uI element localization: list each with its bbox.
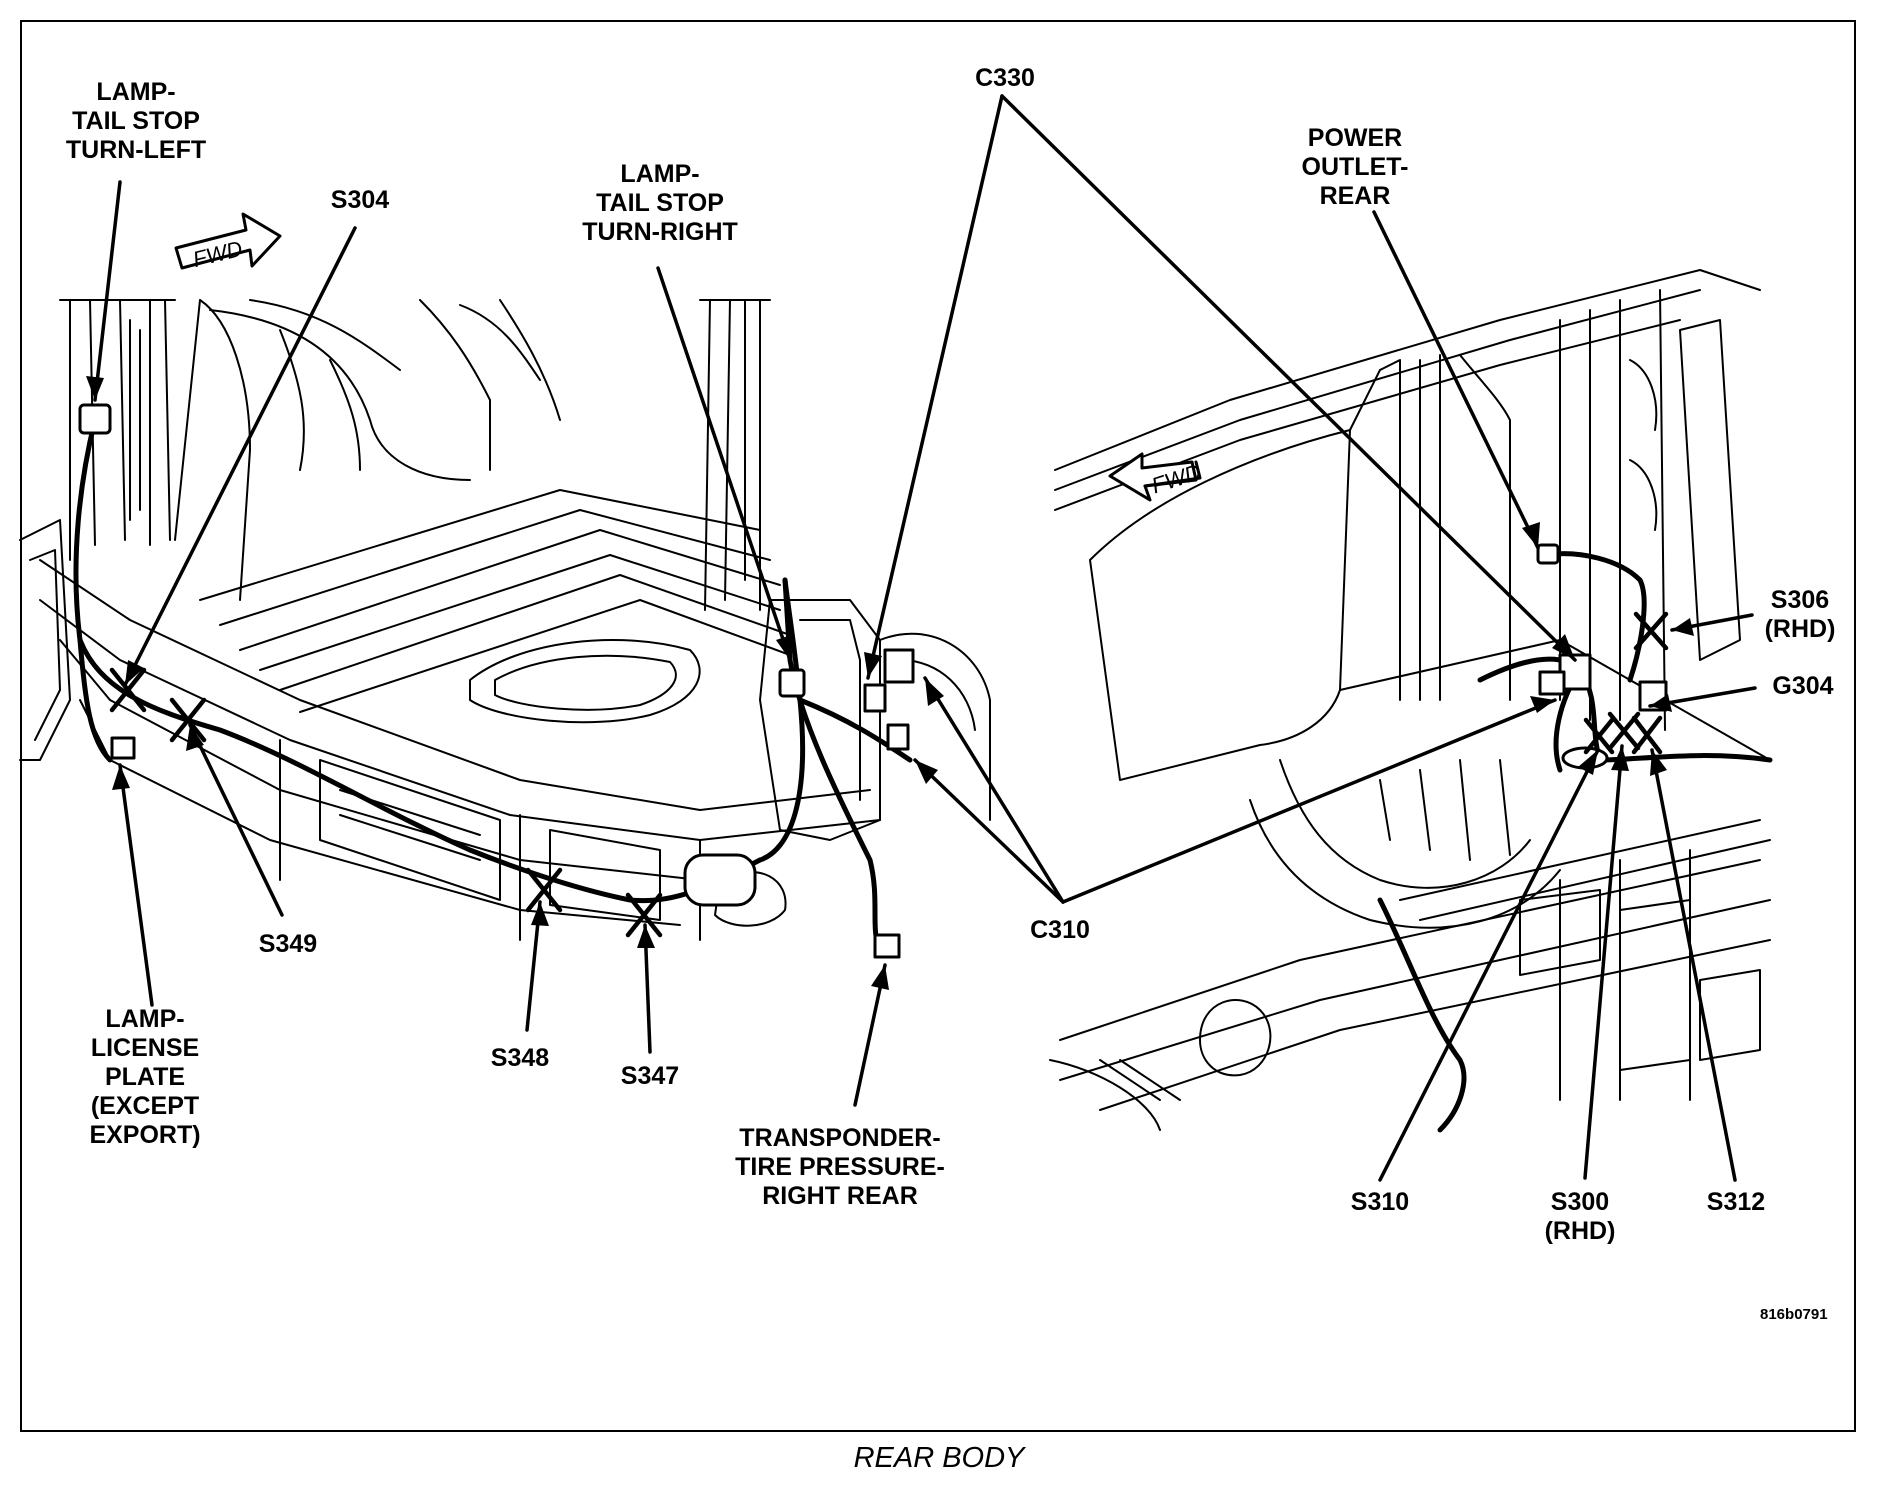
splice-markers (109, 611, 1669, 938)
leader-arrowheads (86, 376, 1694, 990)
diagram-frame (20, 20, 1856, 1432)
right-view-body-structure (1049, 269, 1771, 1131)
label-lamp-tail-stop-turn-right: LAMP- TAIL STOP TURN-RIGHT (582, 160, 738, 246)
figure-caption: REAR BODY (853, 1442, 1025, 1474)
label-s310: S310 (1350, 1188, 1410, 1216)
leader-transponder (853, 963, 887, 1107)
left-view-body-structure (19, 299, 991, 941)
splice-s348-marker (525, 867, 563, 913)
label-s348: S348 (490, 1044, 550, 1072)
splice-s304-marker (109, 667, 147, 713)
label-c310: C310 (1030, 916, 1090, 944)
label-lamp-license-plate: LAMP- LICENSE PLATE (EXCEPT EXPORT) (89, 1005, 201, 1149)
leader-c310-a (923, 676, 1065, 904)
label-s306-rhd: S306 (RHD) (1764, 586, 1836, 643)
splice-s306-marker (1633, 611, 1669, 651)
leader-c310-b (913, 758, 1065, 904)
right-view-wiring-harness (1377, 551, 1773, 1133)
label-s300-rhd: S300 (RHD) (1544, 1188, 1616, 1245)
fwd-arrow-left (174, 212, 282, 270)
splice-s349-marker (169, 697, 207, 743)
left-view-connectors (78, 403, 915, 959)
label-g304: G304 (1772, 672, 1834, 700)
leader-s312 (1650, 748, 1737, 1182)
label-lamp-tail-stop-turn-left: LAMP- TAIL STOP TURN-LEFT (65, 78, 207, 164)
label-c330: C330 (975, 64, 1035, 92)
splice-s310-marker (1583, 717, 1615, 755)
splice-s312-marker (1631, 715, 1663, 755)
figure-code: 816b0791 (1760, 1306, 1828, 1323)
leader-lines (93, 94, 1757, 1182)
leader-c330-b (1000, 94, 1577, 662)
label-s304: S304 (330, 186, 390, 214)
leader-lamp-tail-right (656, 266, 792, 662)
label-transponder-tire-pressure: TRANSPONDER- TIRE PRESSURE- RIGHT REAR (735, 1124, 945, 1210)
leader-lamp-tail-left (93, 180, 122, 402)
leader-c330-a (866, 94, 1004, 680)
leader-s304 (123, 226, 357, 687)
leader-power-outlet (1372, 210, 1540, 550)
leader-c310-c (1061, 698, 1557, 904)
label-s349: S349 (258, 930, 318, 958)
label-power-outlet-rear: POWER OUTLET- REAR (1301, 124, 1409, 210)
splice-s347-marker (625, 892, 663, 938)
leader-s300 (1583, 744, 1624, 1180)
leader-lamp-license (118, 763, 154, 1007)
label-s312: S312 (1706, 1188, 1766, 1216)
label-s347: S347 (620, 1062, 680, 1090)
fwd-arrow-right (1108, 452, 1202, 502)
leader-s349 (188, 723, 284, 917)
leader-s310 (1378, 748, 1600, 1182)
